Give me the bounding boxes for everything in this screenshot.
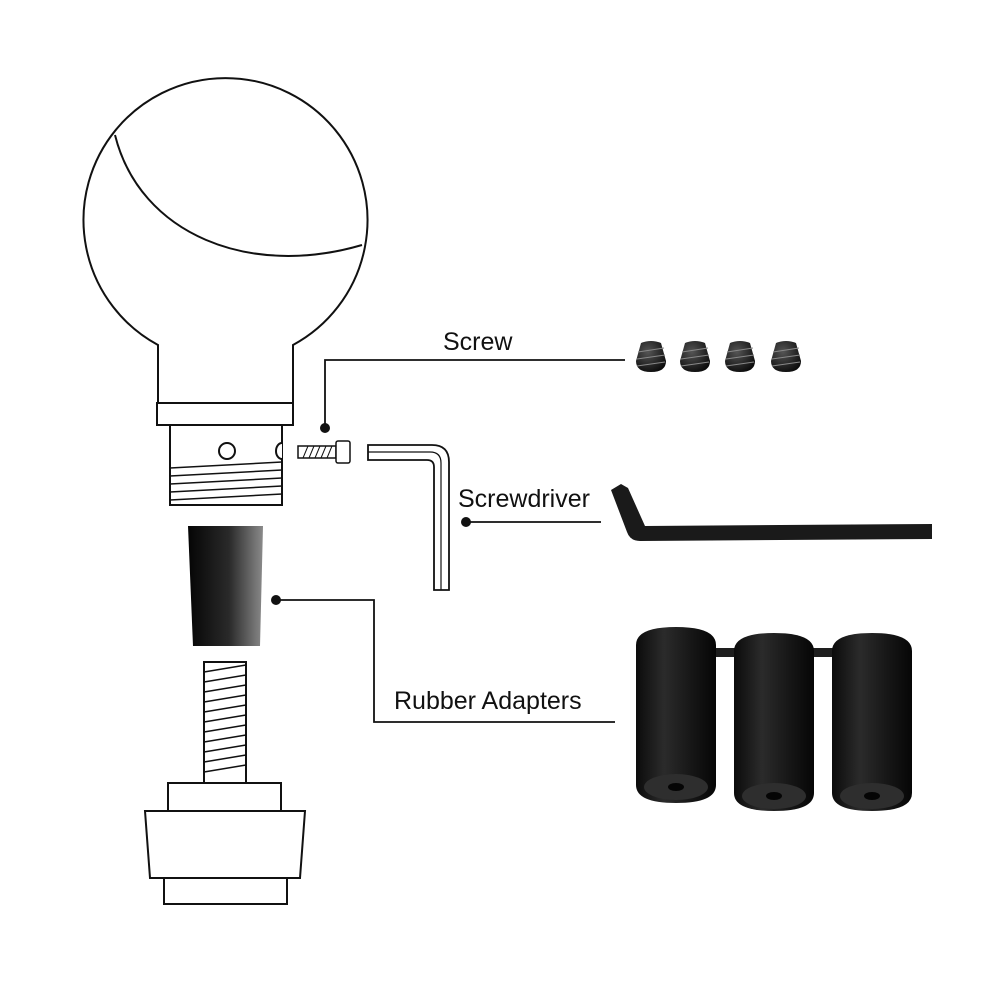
knob-set-screw-hole	[218, 442, 236, 460]
callout-screw: Screw	[320, 328, 625, 433]
threaded-rod	[203, 661, 247, 785]
knob-base-threads	[169, 461, 283, 501]
knob-ball-highlight-line	[114, 134, 363, 257]
screw-leader-line	[324, 359, 625, 428]
base-nut	[143, 810, 307, 879]
adapters-leader-line	[276, 599, 615, 723]
set-screw-3	[725, 341, 755, 372]
rod-threads	[203, 664, 247, 773]
shifter-rod-assembly	[143, 661, 307, 905]
set-screw-2	[680, 341, 710, 372]
callout-rubber-adapters: Rubber Adapters	[271, 595, 615, 723]
screwdriver-leader-dot	[461, 517, 471, 527]
rubber-adapters-label: Rubber Adapters	[394, 687, 582, 715]
adapters-leader-dot	[271, 595, 281, 605]
rubber-sleeve	[188, 526, 263, 646]
rubber-adapters-photo	[636, 627, 912, 811]
base-upper-ring	[167, 782, 282, 812]
callout-screwdriver: Screwdriver	[458, 485, 601, 527]
knob-collar	[156, 402, 294, 426]
hex-key-drawing	[367, 444, 450, 591]
shift-knob	[82, 77, 369, 506]
rubber-adapter-2	[734, 633, 814, 811]
knob-ball	[82, 77, 369, 404]
rubber-adapter-3	[832, 633, 912, 811]
rubber-adapter-1	[636, 627, 716, 803]
screw-label: Screw	[443, 328, 513, 356]
base-lower-ring	[163, 877, 288, 905]
screw-leader-dot	[320, 423, 330, 433]
set-screws-photo	[636, 341, 801, 372]
set-screw-4	[771, 341, 801, 372]
set-screw-drawing	[297, 440, 351, 464]
hex-key-inner-line	[368, 451, 442, 590]
set-screw-1	[636, 341, 666, 372]
hex-key-photo	[611, 484, 932, 541]
knob-side-hole	[275, 442, 283, 460]
screwdriver-label: Screwdriver	[458, 485, 590, 513]
